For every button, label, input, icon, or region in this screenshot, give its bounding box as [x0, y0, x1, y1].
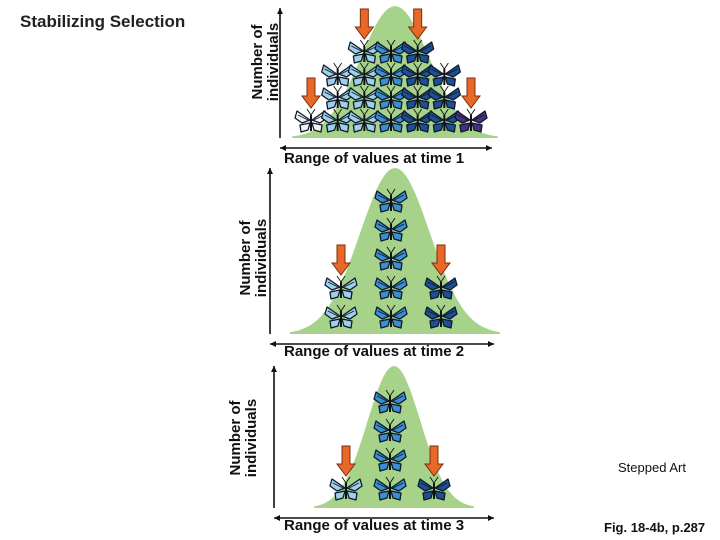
x-axis-label-panel-3: Range of values at time 3 [284, 517, 465, 534]
selection-arrow-icon [424, 445, 444, 477]
butterfly-icon [373, 476, 407, 501]
butterfly-icon [374, 108, 408, 133]
y-axis-arrowhead [277, 8, 283, 14]
butterfly-icon [347, 85, 381, 110]
butterfly-icon [374, 188, 408, 213]
butterfly-icon [373, 389, 407, 414]
selection-arrow-icon [301, 77, 321, 109]
butterfly-icon [347, 108, 381, 133]
butterfly-icon [424, 304, 458, 329]
y-axis-arrowhead [271, 366, 277, 372]
x-axis-arrowhead-right [488, 515, 494, 521]
butterfly-icon [374, 217, 408, 242]
butterfly-icon [417, 476, 451, 501]
selection-arrow-icon [331, 244, 351, 276]
selection-arrow-icon [461, 77, 481, 109]
butterfly-icon [401, 39, 435, 64]
butterfly-icon [321, 108, 355, 133]
butterfly-icon [324, 275, 358, 300]
butterfly-icon [373, 447, 407, 472]
butterfly-icon [424, 275, 458, 300]
page-title: Stabilizing Selection [20, 12, 186, 31]
butterfly-icon [374, 246, 408, 271]
butterfly-icon [374, 275, 408, 300]
butterfly-icon [374, 62, 408, 87]
butterfly-icon [329, 476, 363, 501]
x-axis-arrowhead-left [274, 515, 280, 521]
butterfly-icon [374, 85, 408, 110]
selection-arrow-icon [354, 8, 375, 40]
x-axis-arrowhead-right [486, 145, 492, 151]
butterfly-icon [427, 62, 461, 87]
stepped-art-note: Stepped Art [618, 460, 686, 475]
x-axis-arrowhead-left [270, 341, 276, 347]
selection-arrow-icon [407, 8, 428, 40]
butterfly-icon [347, 39, 381, 64]
y-axis-arrowhead [267, 168, 273, 174]
butterfly-icon [373, 418, 407, 443]
selection-arrow-icon [336, 445, 356, 477]
butterfly-icon [427, 85, 461, 110]
x-axis-label-panel-1: Range of values at time 1 [284, 150, 465, 167]
x-axis-arrowhead-right [488, 341, 494, 347]
butterfly-icon [324, 304, 358, 329]
butterfly-icon [294, 108, 328, 133]
butterfly-icon [374, 304, 408, 329]
x-axis-arrowhead-left [280, 145, 286, 151]
figure-reference: Fig. 18-4b, p.287 [604, 520, 706, 535]
selection-arrow-icon [431, 244, 451, 276]
butterfly-icon [321, 85, 355, 110]
butterfly-icon [454, 108, 488, 133]
x-axis-label-panel-2: Range of values at time 2 [284, 343, 465, 360]
